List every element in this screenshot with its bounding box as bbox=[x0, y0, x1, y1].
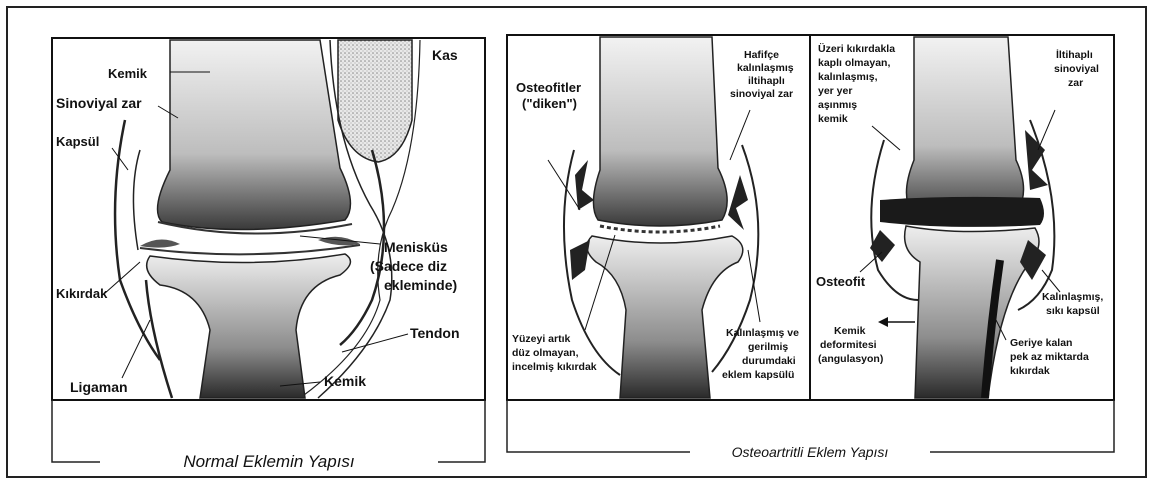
label-uzeri-1: Üzeri kıkırdakla bbox=[818, 42, 895, 55]
label-kikirdak: Kıkırdak bbox=[56, 286, 108, 301]
label-kemik-top: Kemik bbox=[108, 66, 148, 81]
osteo-caption-line-left bbox=[507, 400, 690, 452]
label-hafifce-4: sinoviyal zar bbox=[730, 88, 793, 100]
label-meniskus-1: Menisküs bbox=[384, 239, 448, 255]
osteo-caption-line-right bbox=[930, 400, 1114, 452]
label-hafifce-1: Hafifçe bbox=[744, 49, 779, 61]
label-geriye-3: kıkırdak bbox=[1010, 365, 1050, 377]
label-osteofitler-1: Osteofitler bbox=[516, 80, 581, 95]
osteo-caption: Osteoartritli Eklem Yapısı bbox=[732, 444, 889, 460]
caption-bracket-left bbox=[52, 400, 100, 462]
label-geriye-1: Geriye kalan bbox=[1010, 337, 1072, 349]
label-deformite-1: Kemik bbox=[834, 325, 866, 337]
label-hafifce-2: kalınlaşmış bbox=[737, 62, 794, 74]
label-kas: Kas bbox=[432, 47, 458, 63]
label-deformite-3: (angulasyon) bbox=[818, 353, 883, 365]
normal-caption: Normal Eklemin Yapısı bbox=[183, 452, 354, 471]
muscle-shape bbox=[338, 40, 412, 162]
label-yuzeyi-3: incelmiş kıkırdak bbox=[512, 361, 597, 373]
oa-upper-bone bbox=[593, 37, 727, 226]
label-kapsul: Kapsül bbox=[56, 134, 99, 149]
label-adv-kapsul-2: sıkı kapsül bbox=[1046, 305, 1100, 317]
label-uzeri-2: kaplı olmayan, bbox=[818, 57, 890, 69]
adv-upper-bone bbox=[906, 37, 1023, 218]
bone-on-bone-zone bbox=[880, 197, 1044, 227]
label-geriye-2: pek az miktarda bbox=[1010, 351, 1089, 363]
label-kalinlasmis-1: Kalınlaşmış ve bbox=[726, 327, 799, 339]
label-meniskus-3: ekleminde) bbox=[384, 277, 457, 293]
label-osteofitler-2: ("diken") bbox=[522, 96, 577, 111]
label-osteofit: Osteofit bbox=[816, 274, 866, 289]
label-sinoviyal-zar: Sinoviyal zar bbox=[56, 95, 142, 111]
label-uzeri-5: aşınmış bbox=[818, 99, 857, 111]
upper-bone bbox=[158, 40, 351, 230]
label-tendon: Tendon bbox=[410, 325, 460, 341]
label-uzeri-3: kalınlaşmış, bbox=[818, 71, 878, 83]
caption-bracket-right bbox=[438, 400, 485, 462]
label-iltihapli-2: sinoviyal bbox=[1054, 63, 1099, 75]
label-yuzeyi-1: Yüzeyi artık bbox=[512, 333, 571, 345]
label-kalinlasmis-2: gerilmiş bbox=[748, 341, 788, 353]
label-ligaman: Ligaman bbox=[70, 379, 128, 395]
label-hafifce-3: iltihaplı bbox=[748, 75, 785, 87]
label-kemik-bottom: Kemik bbox=[324, 373, 366, 389]
label-kalinlasmis-3: durumdaki bbox=[742, 355, 796, 367]
normal-joint-panel: Kemik Kas Sinoviyal zar Kapsül Menisküs … bbox=[52, 38, 485, 471]
label-meniskus-2: (Sadece diz bbox=[370, 258, 447, 274]
label-iltihapli-3: zar bbox=[1068, 77, 1083, 89]
osteoarthritis-panel: Osteofitler ("diken") Hafifçe kalınlaşmı… bbox=[507, 35, 1114, 460]
label-adv-kapsul-1: Kalınlaşmış, bbox=[1042, 291, 1103, 303]
label-deformite-2: deformitesi bbox=[820, 339, 877, 351]
label-yuzeyi-2: düz olmayan, bbox=[512, 347, 579, 359]
label-uzeri-6: kemik bbox=[818, 113, 848, 125]
label-uzeri-4: yer yer bbox=[818, 85, 852, 97]
label-iltihapli-1: İltihaplı bbox=[1056, 48, 1093, 61]
label-kalinlasmis-4: eklem kapsülü bbox=[722, 369, 794, 381]
